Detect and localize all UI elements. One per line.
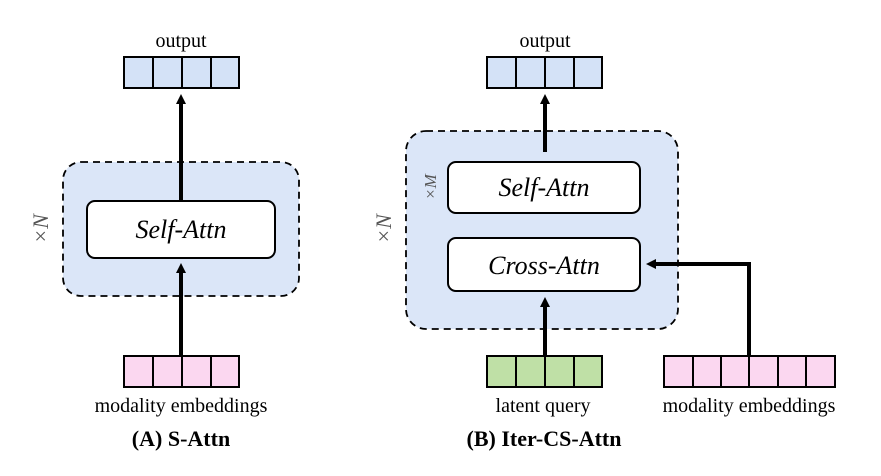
query-cell: [573, 355, 603, 388]
panel-b-input-vector: [663, 355, 836, 388]
output-cell: [573, 56, 603, 89]
input-cell: [720, 355, 750, 388]
panel-b-outer-repeat-label: ×N: [371, 213, 396, 244]
panel-a-self-attn-label: Self-Attn: [136, 215, 227, 244]
output-cell: [181, 56, 212, 89]
panel-b-query-vector: [486, 355, 603, 388]
panel-b-caption: (B) Iter-CS-Attn: [467, 426, 622, 451]
panel-b: output ×N ×M Self-Attn Cross-Attn: [371, 30, 836, 451]
input-cell: [152, 355, 183, 388]
panel-b-repeat-block: [405, 130, 679, 330]
panel-a: output ×N Self-Attn modality embeddings …: [28, 30, 300, 451]
panel-b-inner-repeat-label: ×M: [421, 173, 440, 199]
panel-b-arrow-from-modality: [646, 259, 751, 356]
panel-b-self-attn-box: [447, 161, 641, 214]
panel-a-repeat-label: ×N: [28, 213, 53, 244]
input-cell: [777, 355, 807, 388]
output-cell: [152, 56, 183, 89]
input-cell: [123, 355, 154, 388]
panel-b-input-label: modality embeddings: [663, 395, 836, 417]
panel-a-output-vector: [123, 56, 240, 89]
input-cell: [181, 355, 212, 388]
panel-a-input-vector: [123, 355, 240, 388]
output-cell: [486, 56, 517, 89]
panel-b-output-label: output: [519, 30, 571, 52]
input-cell: [805, 355, 836, 388]
input-cell: [663, 355, 694, 388]
panel-b-cross-attn-box: [447, 237, 641, 292]
query-cell: [544, 355, 575, 388]
panel-b-self-attn-label: Self-Attn: [499, 173, 590, 202]
query-cell: [486, 355, 517, 388]
query-cell: [515, 355, 546, 388]
input-cell: [210, 355, 240, 388]
output-cell: [210, 56, 240, 89]
input-cell: [748, 355, 779, 388]
input-cell: [692, 355, 722, 388]
panel-a-input-label: modality embeddings: [95, 395, 268, 417]
output-cell: [544, 56, 575, 89]
panel-b-query-label: latent query: [496, 395, 591, 417]
panel-a-caption: (A) S-Attn: [132, 426, 230, 451]
panel-b-cross-attn-label: Cross-Attn: [488, 251, 600, 280]
output-cell: [123, 56, 154, 89]
panel-a-output-label: output: [155, 30, 207, 52]
panel-b-output-vector: [486, 56, 603, 89]
output-cell: [515, 56, 546, 89]
